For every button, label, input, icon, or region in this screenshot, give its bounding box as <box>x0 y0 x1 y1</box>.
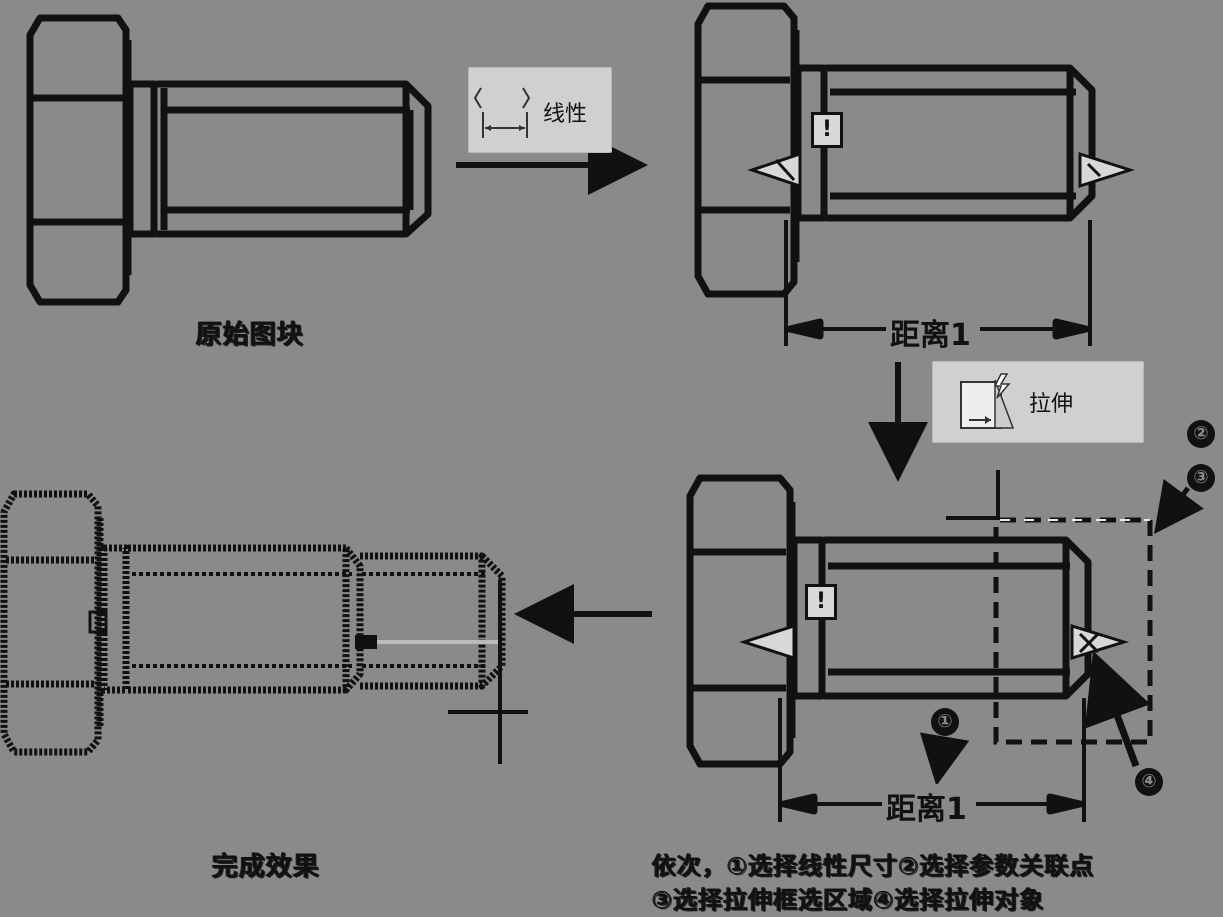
stretch-icon <box>960 373 1015 429</box>
parameter-warning-icon[interactable]: ! <box>811 112 843 148</box>
stretch-command-label: 拉伸 <box>1029 392 1074 417</box>
stretch-command-panel[interactable]: 拉伸 <box>932 361 1144 443</box>
marker-4: ④ <box>1135 768 1163 796</box>
bolt-stretch <box>686 474 1092 822</box>
dimension-label-bottom: 距离1 <box>882 784 971 828</box>
parameter-warning-icon[interactable]: ! <box>805 584 837 620</box>
bolt-linear <box>694 2 1096 346</box>
bolt-result-details <box>88 580 528 764</box>
bolt-original <box>26 14 432 306</box>
linear-dimension-icon <box>473 87 531 138</box>
leader-3 <box>1154 478 1204 535</box>
linear-command-panel[interactable]: 线性 <box>468 67 612 153</box>
leader-1 <box>919 732 970 786</box>
bolt-result-inner <box>132 572 486 668</box>
grip-handles-bottom <box>739 623 1130 661</box>
caption-instruction-line2: ③选择拉伸框选区域④选择拉伸对象 <box>652 886 1045 914</box>
leader-4 <box>1084 650 1151 768</box>
stretch-selection-window <box>946 470 1153 745</box>
marker-2: ② <box>1187 420 1215 448</box>
linear-command-label: 线性 <box>543 102 588 127</box>
dimension-label-top: 距离1 <box>886 310 975 354</box>
marker-3: ③ <box>1187 464 1215 492</box>
bolt-result <box>0 490 506 756</box>
caption-result: 完成效果 <box>212 852 321 882</box>
caption-instruction-line1: 依次，①选择线性尺寸②选择参数关联点 <box>652 852 1095 880</box>
caption-original: 原始图块 <box>196 320 305 350</box>
grip-handles-top <box>747 151 1135 189</box>
marker-1: ① <box>931 708 959 736</box>
